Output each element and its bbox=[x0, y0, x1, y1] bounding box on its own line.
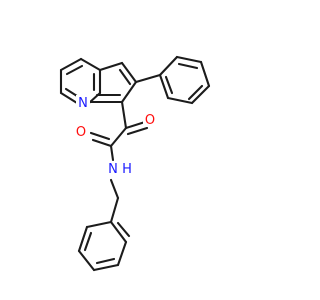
bond bbox=[158, 73, 170, 100]
atom-labels: N O O N H bbox=[74, 95, 158, 177]
bond bbox=[92, 263, 120, 272]
atom-o-amide: O bbox=[74, 124, 89, 140]
atom-label-h-amide: H bbox=[122, 162, 132, 177]
atom-n-ring: N bbox=[76, 95, 90, 111]
bond bbox=[109, 178, 120, 200]
bond bbox=[109, 126, 128, 148]
bond bbox=[116, 240, 128, 267]
bond bbox=[134, 73, 162, 84]
bond bbox=[177, 62, 199, 70]
bond bbox=[164, 75, 174, 95]
bond bbox=[120, 100, 128, 130]
bond bbox=[77, 225, 89, 253]
bond bbox=[126, 126, 149, 136]
bonds bbox=[59, 55, 211, 272]
bond bbox=[116, 221, 131, 238]
atom-n-amide: N bbox=[106, 161, 120, 177]
bond bbox=[199, 60, 211, 88]
atom-h-amide: H bbox=[121, 161, 133, 177]
bond bbox=[95, 257, 116, 265]
atom-o-ketone: O bbox=[143, 112, 158, 128]
bond bbox=[77, 249, 96, 272]
molecule-structure: N O O N H bbox=[59, 55, 211, 272]
bond bbox=[120, 80, 138, 104]
bond bbox=[64, 87, 79, 98]
atom-label-n-ring: N bbox=[78, 96, 88, 111]
bond bbox=[109, 220, 128, 244]
bond bbox=[190, 84, 211, 105]
atom-label-o-amide: O bbox=[76, 125, 86, 140]
bond bbox=[59, 91, 79, 105]
bond bbox=[98, 61, 124, 72]
bond bbox=[89, 131, 111, 141]
bond bbox=[158, 55, 179, 77]
bond bbox=[187, 84, 204, 101]
bond bbox=[91, 138, 113, 148]
bond bbox=[120, 61, 138, 84]
bond bbox=[124, 120, 147, 130]
bond bbox=[59, 57, 83, 72]
bond bbox=[109, 196, 120, 224]
atom-label-o-ketone: O bbox=[145, 113, 155, 128]
bond bbox=[79, 57, 102, 72]
bond bbox=[118, 68, 132, 86]
bond bbox=[109, 144, 115, 162]
atom-label-n-amide: N bbox=[108, 162, 118, 177]
bond bbox=[166, 96, 194, 105]
bond bbox=[65, 64, 84, 76]
bond bbox=[83, 231, 93, 252]
bond bbox=[175, 55, 203, 64]
bond bbox=[85, 220, 113, 229]
